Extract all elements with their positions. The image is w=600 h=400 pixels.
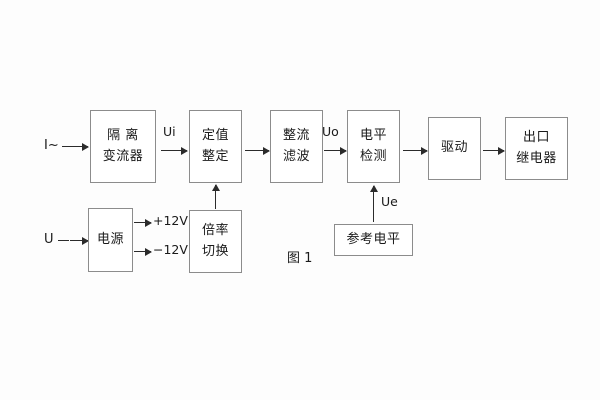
multiplier-switch-line-2: 切换 xyxy=(201,243,229,259)
isolation-transformer-line-2: 变流器 xyxy=(102,148,144,164)
block-level-detection: 电平 检测 xyxy=(347,110,400,183)
voltage-input-label: U xyxy=(44,232,54,247)
output-relay-line-1: 出口 xyxy=(522,130,550,146)
rectifier-filter-line-1: 整流 xyxy=(282,128,310,144)
multiplier-switch-line-1: 倍率 xyxy=(201,223,229,239)
setpoint-adjust-line-2: 整定 xyxy=(201,148,229,164)
block-setpoint-adjust: 定值 整定 xyxy=(189,110,242,183)
signal-ui-label: Ui xyxy=(163,124,176,139)
multiplier-to-setpoint-arrow xyxy=(211,184,220,209)
block-rectifier-filter: 整流 滤波 xyxy=(270,110,323,183)
block-power-supply: 电源 xyxy=(88,208,133,272)
current-input-label: I~ xyxy=(44,138,59,153)
voltage-input-arrow xyxy=(70,236,89,245)
block-output-relay: 出口 继电器 xyxy=(505,117,568,180)
block-multiplier-switch: 倍率 切换 xyxy=(189,210,242,273)
isolation-transformer-line-1: 隔 离 xyxy=(107,128,139,144)
setpoint-adjust-line-1: 定值 xyxy=(201,128,229,144)
rectifier-filter-line-2: 滤波 xyxy=(282,148,310,164)
ui-arrow xyxy=(161,146,188,155)
reference-to-level-arrow xyxy=(369,185,378,222)
level-to-drive-arrow xyxy=(403,146,428,155)
setpoint-to-rectifier-arrow xyxy=(245,146,270,155)
block-reference-level: 参考电平 xyxy=(334,224,413,256)
rail-positive-label: +12V xyxy=(153,213,188,228)
level-detection-line-1: 电平 xyxy=(359,128,387,144)
drive-line-1: 驱动 xyxy=(440,140,468,156)
power-supply-line-1: 电源 xyxy=(96,231,124,247)
current-input-arrow xyxy=(62,142,89,151)
level-detection-line-2: 检测 xyxy=(359,148,387,164)
voltage-input-dash xyxy=(58,240,69,241)
rail-positive-arrow xyxy=(134,218,152,227)
figure-caption: 图 1 xyxy=(287,251,313,266)
signal-ue-label: Ue xyxy=(381,194,398,209)
block-isolation-transformer: 隔 离 变流器 xyxy=(90,110,156,183)
signal-uo-label: Uo xyxy=(322,124,339,139)
reference-level-line-1: 参考电平 xyxy=(346,231,401,247)
rail-negative-label: −12V xyxy=(153,242,188,257)
uo-arrow xyxy=(324,146,347,155)
rail-negative-arrow xyxy=(134,247,152,256)
block-drive: 驱动 xyxy=(428,117,481,180)
output-relay-line-2: 继电器 xyxy=(516,150,557,166)
drive-to-relay-arrow xyxy=(483,146,505,155)
